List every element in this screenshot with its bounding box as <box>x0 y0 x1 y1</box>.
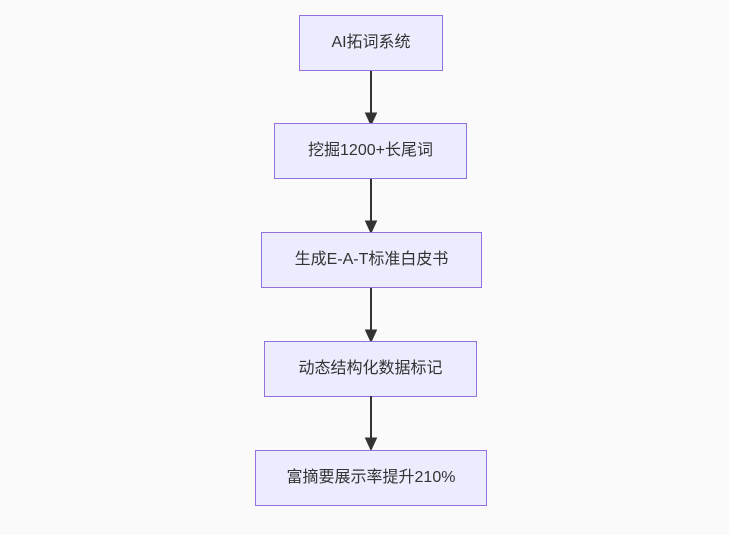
arrow-down-icon <box>364 179 378 233</box>
arrow-down-icon <box>364 71 378 125</box>
flow-node-dynamic-structured-data-markup: 动态结构化数据标记 <box>264 341 477 397</box>
flow-node-ai-word-expansion-system: AI拓词系统 <box>299 15 443 71</box>
flow-node-mine-longtail-keywords: 挖掘1200+长尾词 <box>274 123 467 179</box>
flow-node-generate-eat-whitepaper: 生成E-A-T标准白皮书 <box>261 232 482 288</box>
arrow-down-icon <box>364 288 378 342</box>
node-label: AI拓词系统 <box>331 34 411 52</box>
arrow-down-icon <box>364 396 378 450</box>
node-label: 动态结构化数据标记 <box>298 360 443 378</box>
node-label: 挖掘1200+长尾词 <box>308 142 433 160</box>
flow-node-rich-snippet-rate-increase: 富摘要展示率提升210% <box>255 450 487 506</box>
node-label: 富摘要展示率提升210% <box>286 469 456 487</box>
node-label: 生成E-A-T标准白皮书 <box>294 251 449 269</box>
